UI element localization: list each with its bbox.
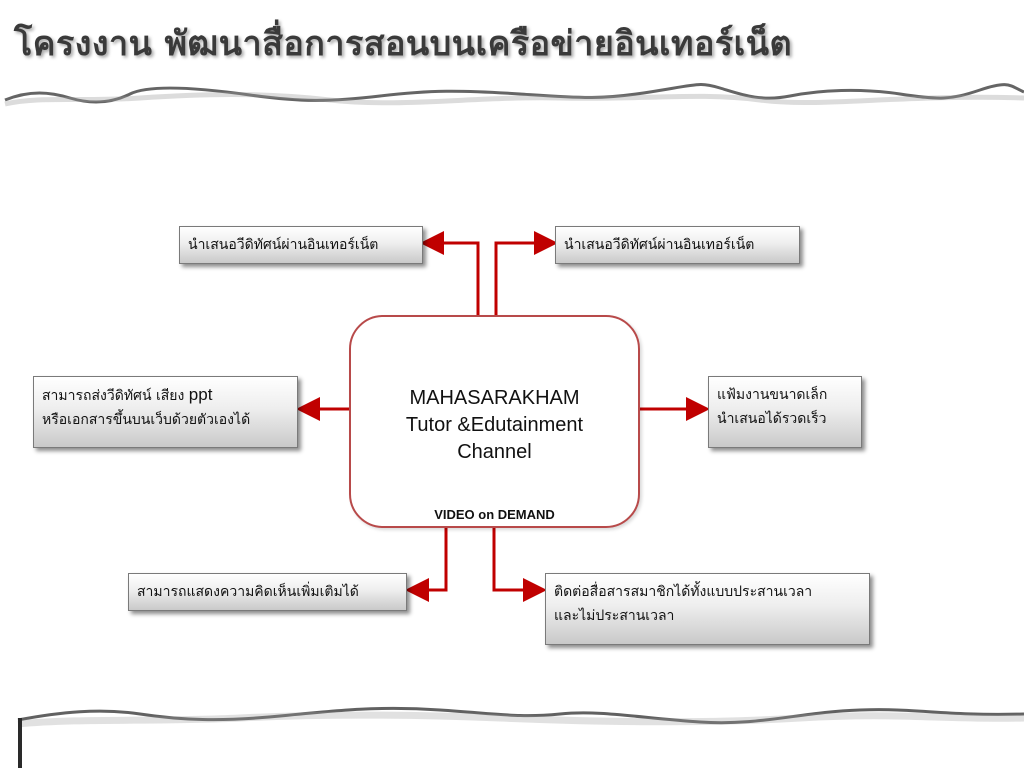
- feature-text-line: สามารถส่งวีดิทัศน์ เสียง ppt: [42, 383, 289, 408]
- central-node-subtitle: VIDEO on DEMAND: [434, 507, 555, 522]
- feature-text-line: หรือเอกสารขึ้นบนเว็บด้วยตัวเองได้: [42, 412, 251, 428]
- feature-text-line: และไม่ประสานเวลา: [554, 608, 675, 624]
- central-node-name-line: Channel: [457, 441, 532, 463]
- slide-title: โครงงาน พัฒนาสื่อการสอนบนเครือข่ายอินเทอ…: [14, 24, 793, 64]
- arrow-to-top-left: [420, 231, 480, 315]
- feature-box-top-left: นำเสนอวีดิทัศน์ผ่านอินเทอร์เน็ต: [179, 226, 423, 264]
- ppt-label: ppt: [188, 385, 213, 404]
- feature-text-line: นำเสนอได้รวดเร็ว: [717, 411, 827, 427]
- central-node-name-line: MAHASARAKHAM: [409, 387, 580, 409]
- top-rough-divider: [4, 83, 1024, 107]
- central-node-name: MAHASARAKHAM Tutor &Edutainment Channel: [351, 385, 638, 466]
- bottom-rough-frame: [17, 706, 1024, 768]
- feature-box-bottom-left: สามารถแสดงความคิดเห็นเพิ่มเติมได้: [128, 573, 407, 611]
- arrow-to-bottom-left: [405, 528, 448, 602]
- arrow-to-bottom-right: [492, 528, 547, 602]
- feature-text-line: ติดต่อสื่อสารสมาชิกได้ทั้งแบบประสานเวลา: [554, 584, 813, 600]
- central-node-name-line: Tutor &Edutainment: [405, 414, 584, 436]
- feature-text: สามารถแสดงความคิดเห็นเพิ่มเติมได้: [137, 584, 359, 600]
- feature-text: นำเสนอวีดิทัศน์ผ่านอินเทอร์เน็ต: [564, 237, 755, 253]
- feature-text: สามารถส่งวีดิทัศน์ เสียง: [42, 388, 185, 404]
- feature-box-mid-left: สามารถส่งวีดิทัศน์ เสียง ppt หรือเอกสารข…: [33, 376, 298, 448]
- feature-text-line: แฟ้มงานขนาดเล็ก: [717, 387, 828, 403]
- feature-box-top-right: นำเสนอวีดิทัศน์ผ่านอินเทอร์เน็ต: [555, 226, 800, 264]
- feature-box-mid-right: แฟ้มงานขนาดเล็ก นำเสนอได้รวดเร็ว: [708, 376, 862, 448]
- feature-text: นำเสนอวีดิทัศน์ผ่านอินเทอร์เน็ต: [188, 237, 379, 253]
- central-node: MAHASARAKHAM Tutor &Edutainment Channel …: [349, 315, 640, 528]
- feature-box-bottom-right: ติดต่อสื่อสารสมาชิกได้ทั้งแบบประสานเวลา …: [545, 573, 870, 645]
- arrow-to-top-right: [494, 231, 558, 315]
